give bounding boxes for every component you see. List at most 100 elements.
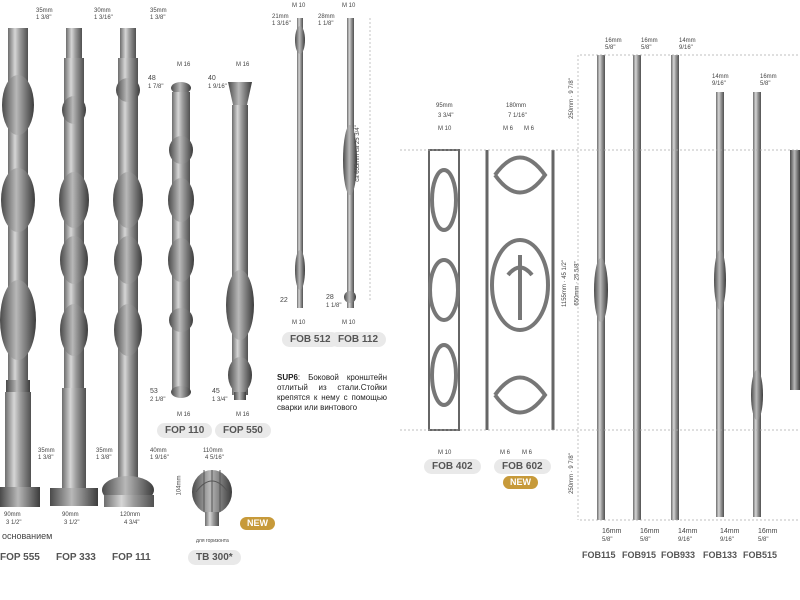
left-caption: основанием — [2, 531, 53, 541]
fob112-code: FOB 112 — [330, 332, 387, 347]
fob602-width-in: 7 1/16" — [508, 113, 527, 119]
fob402-top-thread: M 10 — [438, 126, 452, 132]
fop111-bottom-size: 120mm — [120, 512, 141, 518]
fop333-code: FOP 333 — [56, 552, 96, 563]
fob115-top-size: 16mm — [605, 38, 622, 44]
fop555-bottom-size: 90mm — [4, 512, 21, 518]
balusters-group — [594, 55, 800, 520]
fop110-top-size: 48 — [148, 75, 156, 82]
fob112-bottom-size: 28 — [326, 294, 334, 301]
fop555-mid-size: 35mm — [38, 448, 55, 454]
fob515-top-size: 16mm — [760, 74, 777, 80]
fop110-top-thread: M 16 — [177, 62, 191, 68]
sup6-note: SUP6: Боковой кронштейн отлитый из стали… — [277, 373, 387, 413]
fob402-bottom-thread: M 10 — [438, 450, 452, 456]
fop550-code: FOP 550 — [215, 423, 271, 438]
fop333-bottom-size: 90mm — [62, 512, 79, 518]
guide-lines — [369, 18, 800, 521]
fob515-code: FOB515 — [743, 550, 778, 560]
fop550-bottom-thread: M 16 — [236, 412, 250, 418]
fob133-top-in: 9/16" — [712, 81, 726, 87]
fob933-top-in: 9/16" — [679, 45, 693, 51]
tb300-height: 104mm — [176, 475, 183, 496]
fob512-bottom-thread: M 10 — [292, 320, 306, 326]
post-fob512 — [295, 18, 305, 308]
fop111-mid-size-in: 1 9/16" — [150, 455, 169, 461]
fob515-bottom-size: 16mm — [758, 528, 778, 535]
dim-top: 250mm · 9 7/8" — [568, 78, 575, 119]
fop110-bottom-thread: M 16 — [177, 412, 191, 418]
post-fop111 — [102, 28, 154, 507]
fob133-top-size: 14mm — [712, 74, 729, 80]
post-fob112 — [343, 18, 357, 308]
fop333-top-size: 30mm — [94, 8, 111, 14]
fob112-bottom-thread: M 10 — [342, 320, 356, 326]
fob602-code: FOB 602 — [494, 459, 551, 474]
fob512-top-thread: M 10 — [292, 3, 306, 9]
tb300-new-badge: NEW — [240, 517, 275, 530]
dim-bottom: 250mm · 9 7/8" — [568, 453, 575, 494]
tb300-width: 110mm — [203, 448, 223, 454]
fob602-bottom-thread-r: M 6 — [522, 450, 533, 456]
tb300-code: TB 300* — [188, 550, 241, 565]
finial-tb300 — [192, 470, 232, 526]
fob602-top-thread-r: M 6 — [524, 126, 535, 132]
fop111-top-size: 35mm — [150, 8, 167, 14]
fob933-code: FOB933 — [661, 550, 696, 560]
fop111-mid-size: 40mm — [150, 448, 167, 454]
dim-middle: 1155mm · 45 1/2" — [562, 259, 569, 308]
fob402-width: 95mm — [436, 103, 453, 109]
fop111-top-size-in: 1 3/8" — [150, 15, 166, 21]
fop555-top-size-in: 1 3/8" — [36, 15, 52, 21]
fop555-mid-size-in: 1 3/8" — [38, 455, 54, 461]
fob512-top-size: 21mm — [272, 14, 289, 20]
fob133-code: FOB133 — [703, 550, 738, 560]
fob115-bottom-size: 16mm — [602, 528, 622, 535]
fob112-bottom-size-in: 1 1/8" — [326, 303, 342, 309]
panel-fob402 — [428, 149, 460, 431]
post-fop333 — [50, 28, 98, 506]
fop550-bottom-size-in: 1 3/4" — [212, 397, 228, 403]
tb300-width-in: 4 5/16" — [205, 455, 224, 461]
fob933-top-size: 14mm — [679, 38, 696, 44]
fop333-top-size-in: 1 3/16" — [94, 15, 113, 21]
fob515-top-in: 5/8" — [760, 81, 771, 87]
fob515-bottom-in: 5/8" — [758, 537, 769, 543]
fop333-mid-size-in: 1 3/8" — [96, 455, 112, 461]
fob915-top-in: 5/8" — [641, 45, 652, 51]
dim-middle2: 650mm · 25 5/8" — [574, 261, 581, 306]
fob933-bottom-in: 9/16" — [678, 537, 692, 543]
fob602-top-thread-l: M 6 — [503, 126, 514, 132]
fob133-bottom-size: 14mm — [720, 528, 740, 535]
fob133-bottom-in: 9/16" — [720, 537, 734, 543]
fop110-code: FOP 110 — [157, 423, 213, 438]
fob915-bottom-in: 5/8" — [640, 537, 651, 543]
fob115-code: FOB115 — [582, 550, 616, 560]
fob112-top-thread: M 10 — [342, 3, 356, 9]
panel-fob602 — [485, 150, 555, 430]
sup6-text: : Боковой кронштейн отлитый из стали.Сто… — [277, 373, 387, 412]
fop550-top-thread: M 16 — [236, 62, 250, 68]
fob915-top-size: 16mm — [641, 38, 658, 44]
fop110-bottom-size-in: 2 1/8" — [150, 397, 166, 403]
tb300-caption: для горизонта — [196, 538, 229, 544]
fop555-code: FOP 555 — [0, 552, 40, 563]
fop555-top-size: 35mm — [36, 8, 53, 14]
fob115-top-in: 5/8" — [605, 45, 616, 51]
fob402-code: FOB 402 — [424, 459, 481, 474]
fop110-top-size-in: 1 7/8" — [148, 84, 164, 90]
fob602-width: 180mm — [506, 103, 527, 109]
fop555-bottom-size-in: 3 1/2" — [6, 520, 22, 526]
post-fop550 — [226, 82, 254, 400]
fob602-bottom-thread-l: M 6 — [500, 450, 511, 456]
post-fop555 — [0, 28, 40, 507]
fob512-bottom-size: 22 — [280, 297, 288, 304]
fob933-bottom-size: 14mm — [678, 528, 698, 535]
fob112-height: ca 655mm ca 25 3/4" — [354, 125, 361, 182]
fop333-mid-size: 35mm — [96, 448, 113, 454]
post-fop110 — [168, 82, 194, 398]
fop111-bottom-size-in: 4 3/4" — [124, 520, 140, 526]
sup6-title: SUP6 — [277, 373, 298, 382]
fop110-bottom-size: 53 — [150, 388, 158, 395]
